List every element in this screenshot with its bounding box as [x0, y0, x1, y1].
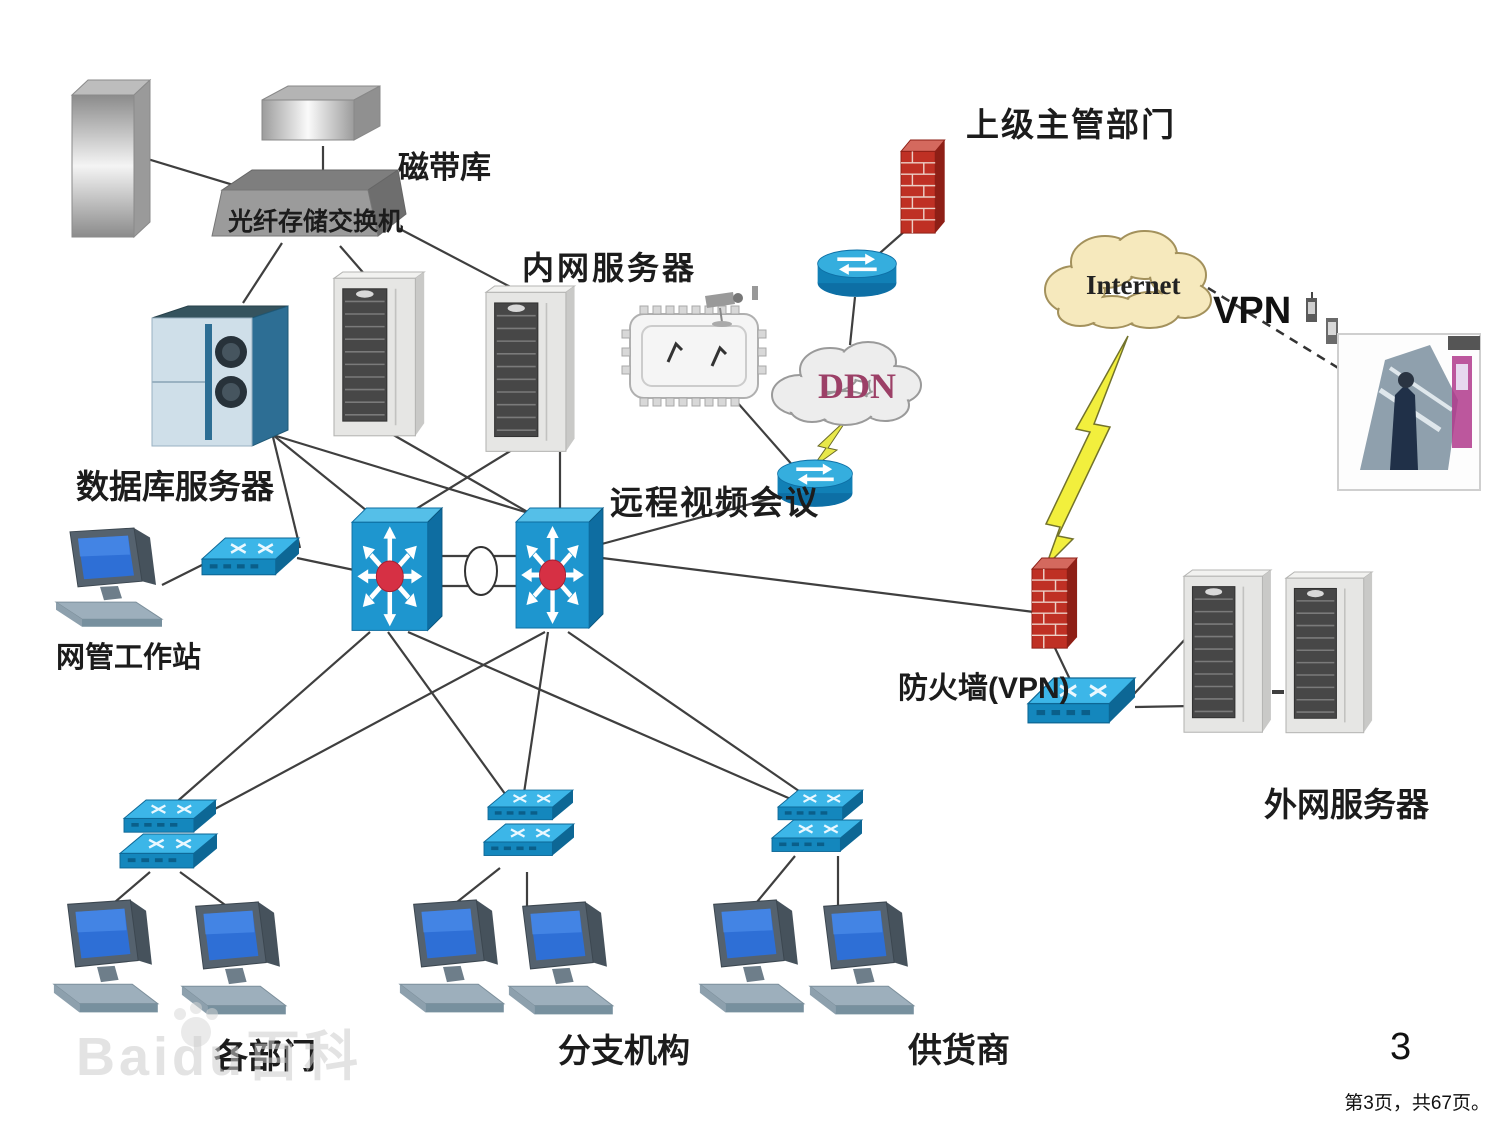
department-switch-2 [118, 832, 219, 870]
ddn-cloud [771, 341, 922, 426]
branch-switch-2 [482, 822, 576, 857]
conference-camera-icon [705, 286, 758, 327]
label-vpn: VPN [1213, 290, 1292, 332]
label-suppliers: 供货商 [908, 1032, 1010, 1070]
branch-pc-2 [508, 901, 614, 1015]
label-remote-video-conference: 远程视频会议 [610, 484, 820, 521]
vpn-dashed-link [1207, 286, 1349, 376]
external-server-tower-2 [1285, 571, 1373, 734]
label-firewall-vpn: 防火墙(VPN) [898, 672, 1070, 705]
trunk-ellipse [464, 546, 498, 596]
branch-switch-1 [486, 788, 575, 821]
internet-cloud [1044, 230, 1212, 329]
core-switch-2 [516, 508, 603, 628]
label-database-server: 数据库服务器 [76, 468, 274, 505]
department-switch-1 [122, 798, 218, 834]
label-branches: 分支机构 [558, 1032, 690, 1069]
core-switch-1 [352, 508, 442, 630]
label-superior-department: 上级主管部门 [966, 106, 1176, 143]
label-nms-workstation: 网管工作站 [56, 642, 202, 674]
database-storage-device [151, 305, 289, 447]
external-server-tower-1 [1183, 569, 1272, 734]
wan-router-top [815, 248, 899, 299]
baidu-watermark-text: Baidu百科 [76, 1027, 363, 1087]
firewall-vpn-device [1031, 557, 1078, 649]
intranet-server-tower-2 [485, 285, 576, 453]
label-intranet-server: 内网服务器 [522, 250, 698, 286]
label-fiber-storage-switch: 光纤存储交换机 [228, 208, 404, 236]
video-conference-device [621, 286, 767, 407]
tape-drive-tower [70, 78, 152, 239]
intranet-server-tower-1 [333, 271, 426, 437]
page-footer: 第3页，共67页。 [1344, 1093, 1490, 1114]
fiber-storage-switch-device [211, 169, 407, 237]
mobile-vpn-user [1306, 292, 1481, 491]
supplier-switch-2 [770, 818, 864, 853]
remote-user-photo [1337, 333, 1481, 491]
department-pc-2 [181, 901, 287, 1015]
label-tape-library: 磁带库 [398, 150, 491, 185]
supplier-pc-2 [809, 901, 915, 1015]
internet-lightning-link [1044, 335, 1129, 567]
nms-access-switch [200, 536, 301, 577]
page-number: 3 [1390, 1026, 1412, 1068]
nms-workstation-pc [55, 527, 163, 628]
department-pc-1 [53, 899, 159, 1013]
firewall-superior-department [900, 139, 946, 234]
label-internet: Internet [1086, 270, 1181, 300]
label-external-server: 外网服务器 [1264, 786, 1429, 823]
baidu-watermark-paw [174, 1002, 218, 1047]
label-ddn: DDN [818, 366, 896, 406]
branch-pc-1 [399, 899, 505, 1013]
tape-library-box [261, 85, 381, 141]
label-departments: 各部门 [214, 1038, 316, 1076]
supplier-switch-1 [776, 788, 865, 821]
supplier-pc-1 [699, 899, 805, 1013]
